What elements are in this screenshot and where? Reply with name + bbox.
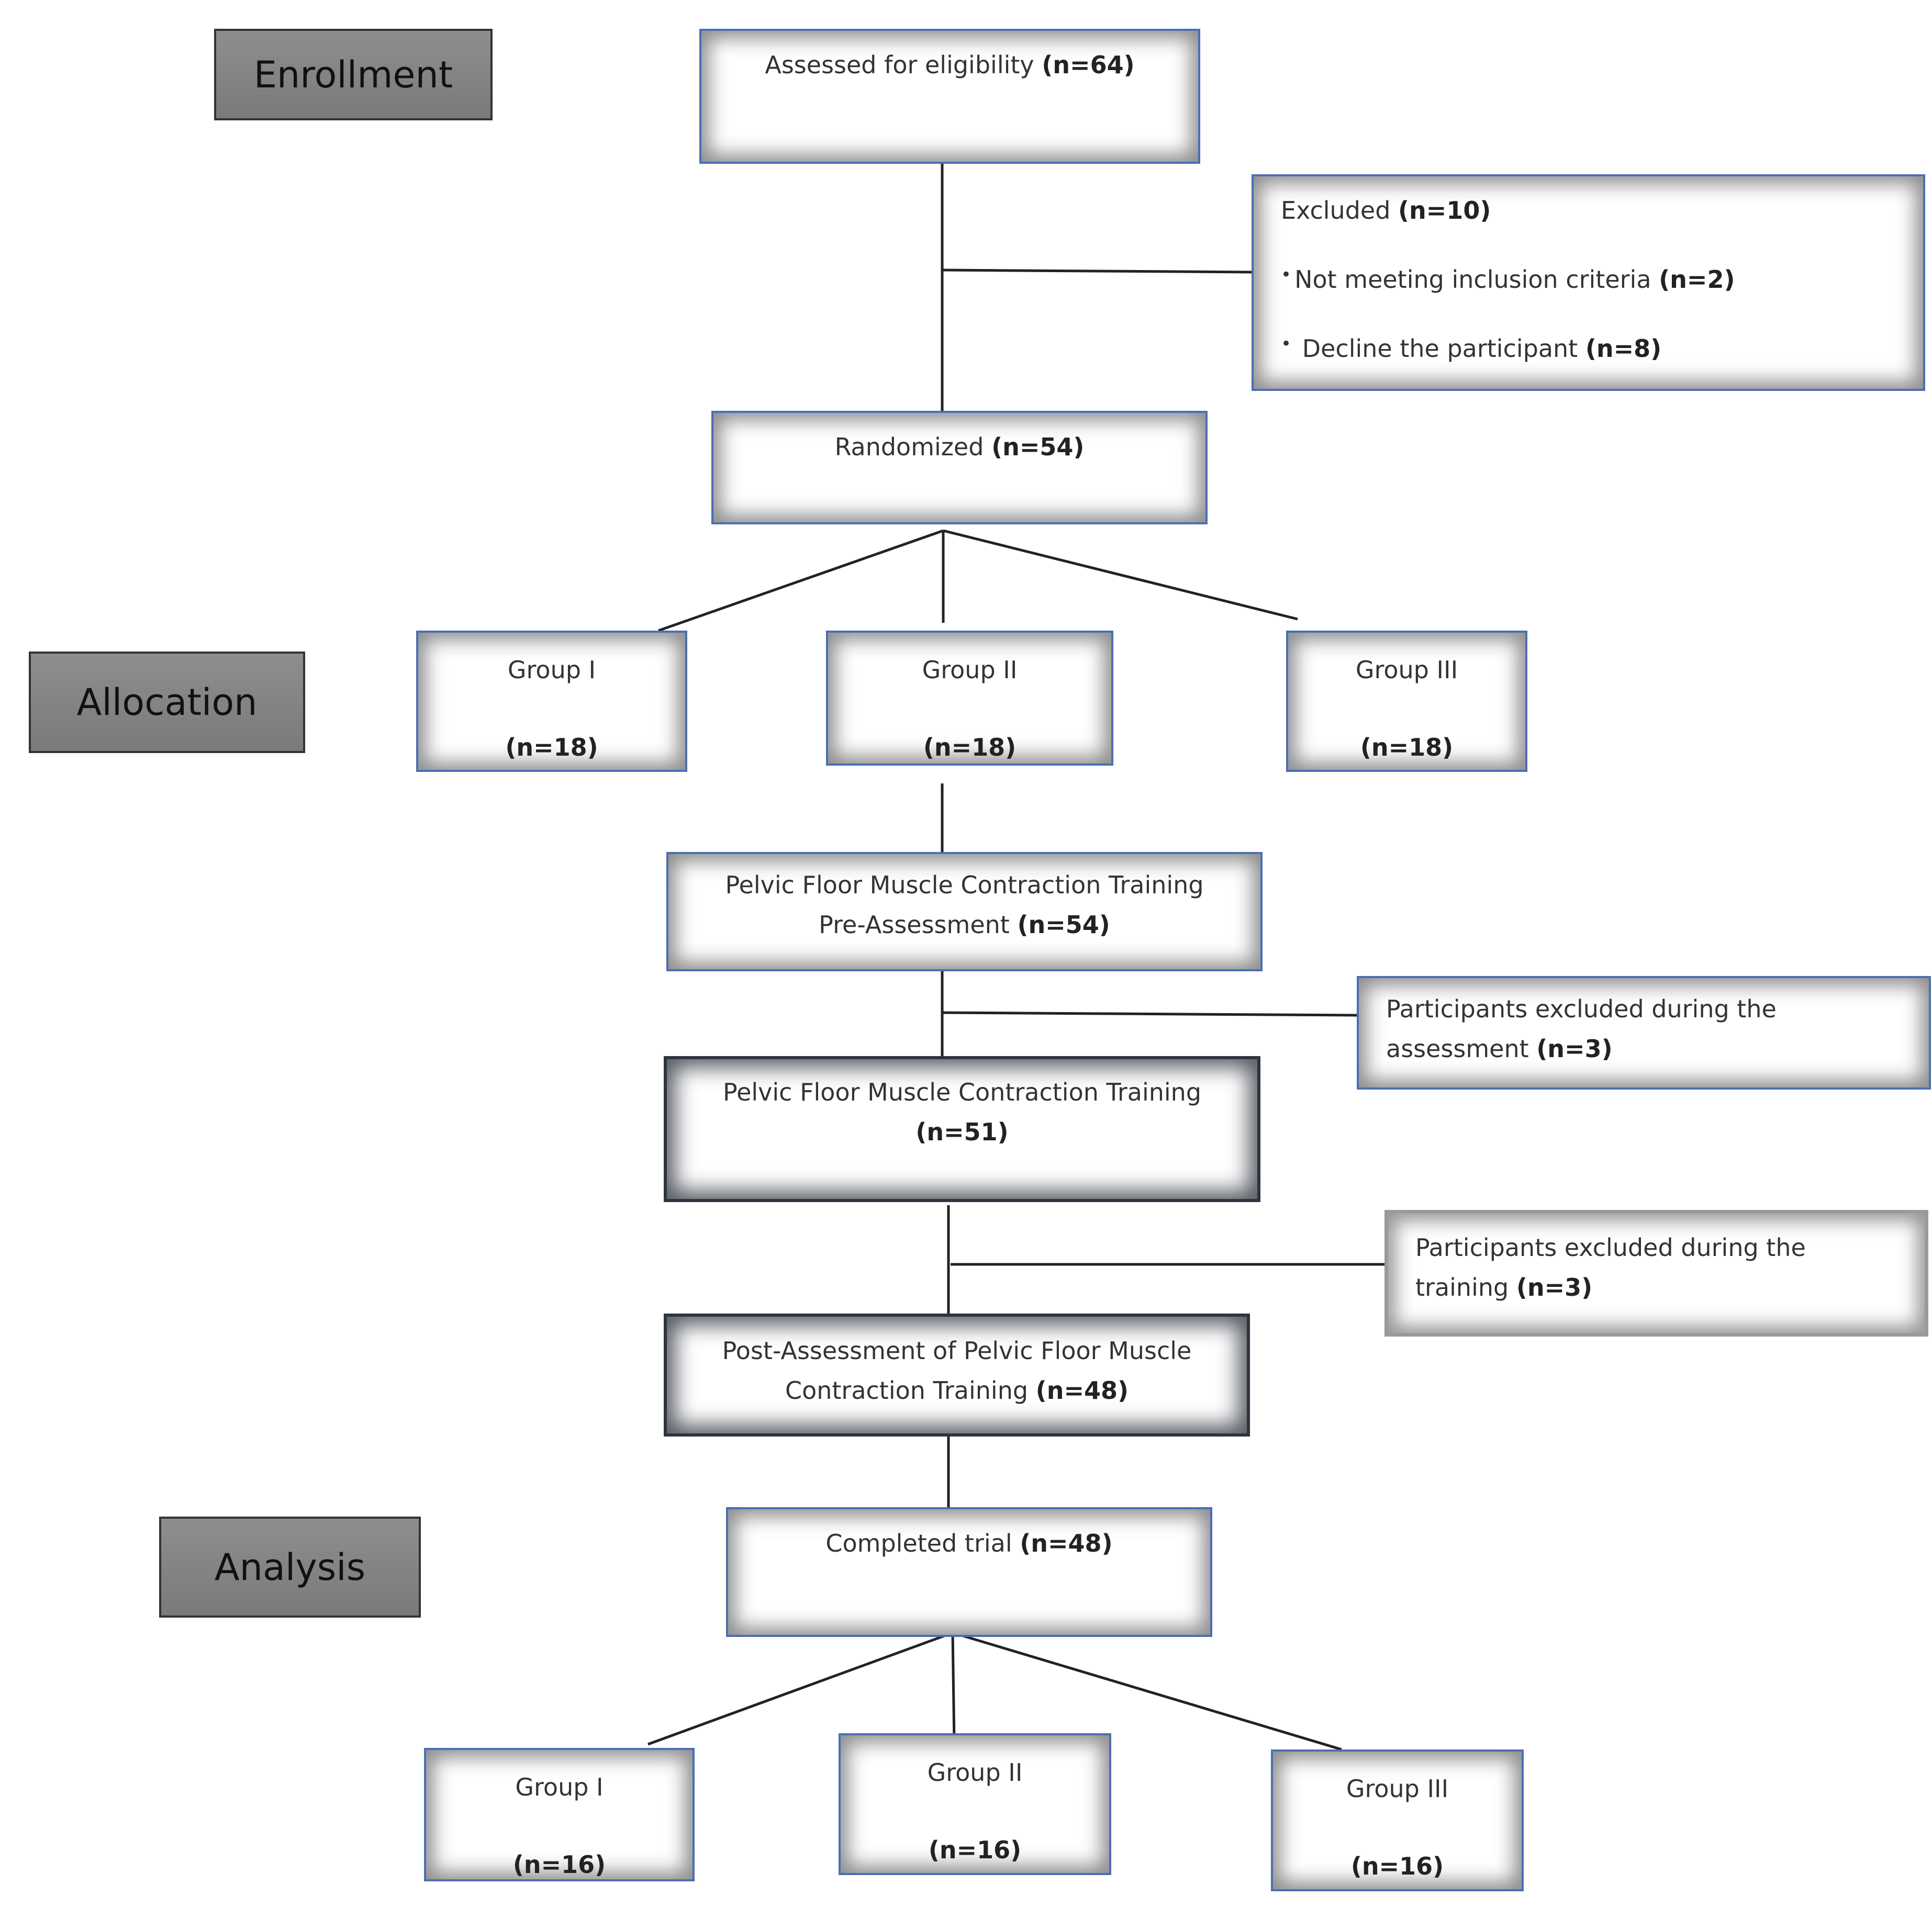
- randomized-box: Randomized (n=54): [711, 411, 1208, 524]
- analysis-group-3: Group III (n=16): [1271, 1749, 1524, 1891]
- connector-randomized-group-3: [943, 529, 1298, 621]
- exclusion-reason: • Decline the participant (n=8): [1281, 329, 1923, 369]
- randomized-label: Randomized: [834, 433, 984, 461]
- training-line1: Pelvic Floor Muscle Contraction Training: [722, 1078, 1202, 1106]
- pre-assessment-line1: Pelvic Floor Muscle Contraction Training: [725, 871, 1204, 899]
- excluded-count: (n=10): [1398, 196, 1491, 225]
- group-count: (n=18): [505, 733, 598, 761]
- exclusion-reason: •Not meeting inclusion criteria (n=2): [1281, 260, 1923, 300]
- analysis-group-1: Group I (n=16): [424, 1748, 695, 1881]
- excluded-assessment-line1: Participants excluded during the: [1386, 995, 1777, 1023]
- group-label: Group I: [507, 656, 596, 684]
- pre-assessment-count: (n=54): [1017, 910, 1110, 939]
- training-count: (n=51): [915, 1117, 1009, 1146]
- allocation-group-2: Group II (n=18): [826, 631, 1113, 766]
- post-assessment-count: (n=48): [1035, 1376, 1129, 1405]
- group-label: Group III: [1355, 656, 1458, 684]
- group-label: Group II: [922, 656, 1018, 684]
- completed-box: Completed trial (n=48): [726, 1507, 1212, 1637]
- excluded-training-line1: Participants excluded during the: [1415, 1233, 1806, 1262]
- stage-enrollment-label: Enrollment: [253, 53, 453, 96]
- completed-label: Completed trial: [825, 1529, 1012, 1557]
- stage-allocation-label: Allocation: [76, 681, 258, 724]
- excluded-assessment-box: Participants excluded during the assessm…: [1357, 976, 1931, 1090]
- group-label: Group I: [515, 1773, 604, 1801]
- exclusion-reason-count: (n=2): [1659, 265, 1735, 294]
- completed-count: (n=48): [1020, 1529, 1113, 1557]
- allocation-group-1: Group I (n=18): [416, 631, 687, 772]
- bullet-icon: •: [1281, 333, 1292, 354]
- bullet-icon: •: [1281, 264, 1292, 285]
- post-assessment-line2: Contraction Training: [785, 1376, 1029, 1405]
- exclusion-reason-label: Decline the participant: [1302, 334, 1578, 363]
- training-box: Pelvic Floor Muscle Contraction Training…: [664, 1056, 1260, 1202]
- group-count: (n=18): [923, 733, 1017, 761]
- connector-excluded: [942, 268, 1252, 274]
- excluded-assessment-line2: assessment: [1386, 1034, 1529, 1063]
- analysis-group-2: Group II (n=16): [839, 1733, 1111, 1875]
- assessed-label: Assessed for eligibility: [765, 51, 1034, 79]
- randomized-count: (n=54): [991, 433, 1085, 461]
- assessed-count: (n=64): [1042, 51, 1135, 79]
- connector-randomized-group-1: [658, 529, 944, 632]
- assessed-box: Assessed for eligibility (n=64): [699, 29, 1200, 164]
- stage-analysis-label: Analysis: [214, 1545, 366, 1589]
- stage-enrollment: Enrollment: [214, 29, 493, 120]
- group-label: Group III: [1346, 1775, 1449, 1803]
- connector-completed-group-1: [647, 1631, 953, 1746]
- connector-excluded-assessment: [942, 1011, 1357, 1017]
- excluded-training-box: Participants excluded during the trainin…: [1384, 1210, 1928, 1337]
- connector-completed-group-3: [952, 1631, 1342, 1751]
- exclusion-reason-count: (n=8): [1585, 334, 1662, 363]
- stage-allocation: Allocation: [29, 652, 305, 753]
- excluded-label: Excluded: [1281, 196, 1391, 225]
- group-count: (n=16): [1350, 1852, 1444, 1880]
- pre-assessment-line2: Pre-Assessment: [819, 910, 1010, 939]
- group-count: (n=16): [512, 1850, 606, 1879]
- exclusion-reason-label: Not meeting inclusion criteria: [1294, 265, 1651, 294]
- allocation-group-3: Group III (n=18): [1286, 631, 1527, 772]
- pre-assessment-box: Pelvic Floor Muscle Contraction Training…: [666, 852, 1263, 971]
- group-label: Group II: [927, 1758, 1023, 1787]
- group-count: (n=16): [928, 1835, 1022, 1864]
- connector-completed-group-2: [951, 1632, 956, 1743]
- group-count: (n=18): [1360, 733, 1454, 761]
- excluded-training-line2: training: [1415, 1273, 1509, 1302]
- excluded-assessment-count: (n=3): [1536, 1034, 1613, 1063]
- post-assessment-line1: Post-Assessment of Pelvic Floor Muscle: [722, 1337, 1192, 1365]
- stage-analysis: Analysis: [159, 1517, 421, 1618]
- post-assessment-box: Post-Assessment of Pelvic Floor Muscle C…: [664, 1314, 1250, 1437]
- excluded-box: Excluded (n=10) •Not meeting inclusion c…: [1252, 174, 1925, 391]
- excluded-training-count: (n=3): [1516, 1273, 1593, 1302]
